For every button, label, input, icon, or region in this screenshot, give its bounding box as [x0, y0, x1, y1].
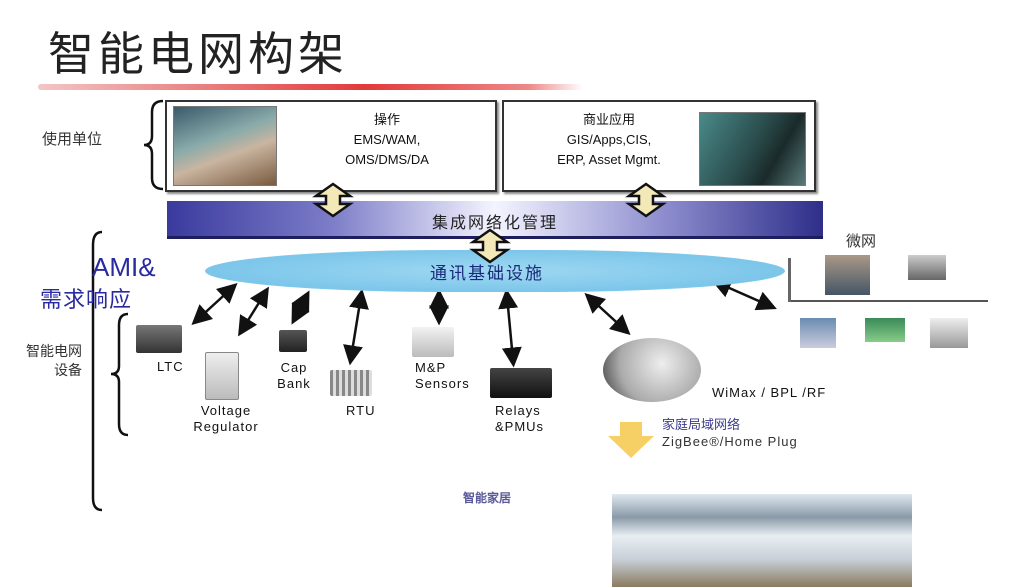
arrow-cap-bank: [291, 290, 310, 325]
house-photo: [612, 494, 912, 587]
voltage-regulator-line2: Regulator: [193, 419, 259, 434]
wan-label: WiMax / BPL /RF: [712, 385, 827, 400]
cap-bank-line2: Bank: [277, 376, 311, 391]
cap-bank-label: Cap Bank: [272, 360, 316, 392]
smart-home-label: 智能家居: [463, 491, 512, 505]
voltage-regulator-image: [205, 352, 239, 400]
arrow-voltage-regulator: [238, 286, 269, 337]
relays-image: [490, 368, 552, 398]
arrow-meter: [584, 292, 631, 336]
double-arrow-business: [625, 182, 667, 218]
han-tech-label: ZigBee®/Home Plug: [662, 434, 798, 449]
cap-bank-line1: Cap: [280, 360, 308, 375]
operations-line2: OMS/DMS/DA: [345, 152, 429, 167]
arrow-rtu: [343, 288, 369, 366]
voltage-regulator-line1: Voltage: [200, 403, 252, 418]
devices-label-line1: 智能电网: [26, 344, 82, 360]
arrow-microgrid: [711, 278, 777, 311]
microgrid-storage: [865, 318, 905, 342]
cap-bank-image: [279, 330, 307, 352]
microgrid-fuel-cell: [930, 318, 968, 348]
control-room-photo: [173, 106, 277, 186]
rtu-image: [330, 370, 372, 396]
microgrid-bus: [788, 300, 988, 302]
operations-heading: 操作: [373, 112, 400, 127]
users-brace: [143, 99, 164, 191]
operations-box: 操作 EMS/WAM, OMS/DMS/DA: [165, 100, 497, 192]
relays-label: Relays &PMUs: [495, 403, 544, 435]
devices-label: 智能电网 设备: [22, 343, 82, 381]
down-arrow-icon: [608, 422, 654, 458]
business-box: 商业应用 GIS/Apps,CIS, ERP, Asset Mgmt.: [502, 100, 816, 192]
business-heading: 商业应用: [582, 112, 635, 127]
ami-label: AMI&: [92, 252, 156, 282]
microgrid-tower: [788, 258, 791, 302]
double-arrow-comm: [469, 228, 511, 264]
users-label: 使用单位: [42, 130, 103, 148]
arrow-relays: [498, 288, 522, 368]
ltc-image: [136, 325, 182, 353]
microgrid-label: 微网: [846, 232, 877, 250]
microgrid-diagram: [780, 250, 1000, 360]
devices-label-line2: 设备: [54, 363, 82, 379]
microgrid-solar: [800, 318, 836, 348]
page-title: 智能电网构架: [48, 27, 348, 81]
relays-line2: &PMUs: [495, 419, 545, 434]
ami-brace: [91, 230, 103, 512]
business-line1: GIS/Apps,CIS,: [566, 132, 652, 147]
mp-sensors-image: [412, 327, 454, 357]
title-underline: [38, 84, 583, 90]
rtu-label: RTU: [346, 403, 376, 418]
office-photo: [699, 112, 806, 186]
arrow-ltc: [191, 282, 238, 326]
ltc-label: LTC: [157, 359, 184, 374]
integration-bar-label: 集成网络化管理: [431, 213, 558, 232]
han-label: 家庭局域网络: [662, 418, 741, 433]
microgrid-generator: [908, 255, 946, 280]
operations-line1: EMS/WAM,: [353, 132, 421, 147]
relays-line1: Relays: [495, 403, 541, 418]
business-line2: ERP, Asset Mgmt.: [557, 152, 661, 167]
double-arrow-operations: [312, 182, 354, 218]
devices-brace: [110, 312, 129, 437]
mp-sensors-line2: Sensors: [415, 376, 470, 391]
voltage-regulator-label: Voltage Regulator: [180, 403, 272, 435]
mp-sensors-line1: M&P: [415, 360, 447, 375]
microgrid-building: [825, 255, 870, 295]
mp-sensors-label: M&P Sensors: [415, 360, 470, 392]
smart-meter-image: [603, 338, 701, 402]
demand-response-label: 需求响应: [40, 288, 133, 313]
comm-cloud-label: 通讯基础设施: [430, 264, 544, 284]
